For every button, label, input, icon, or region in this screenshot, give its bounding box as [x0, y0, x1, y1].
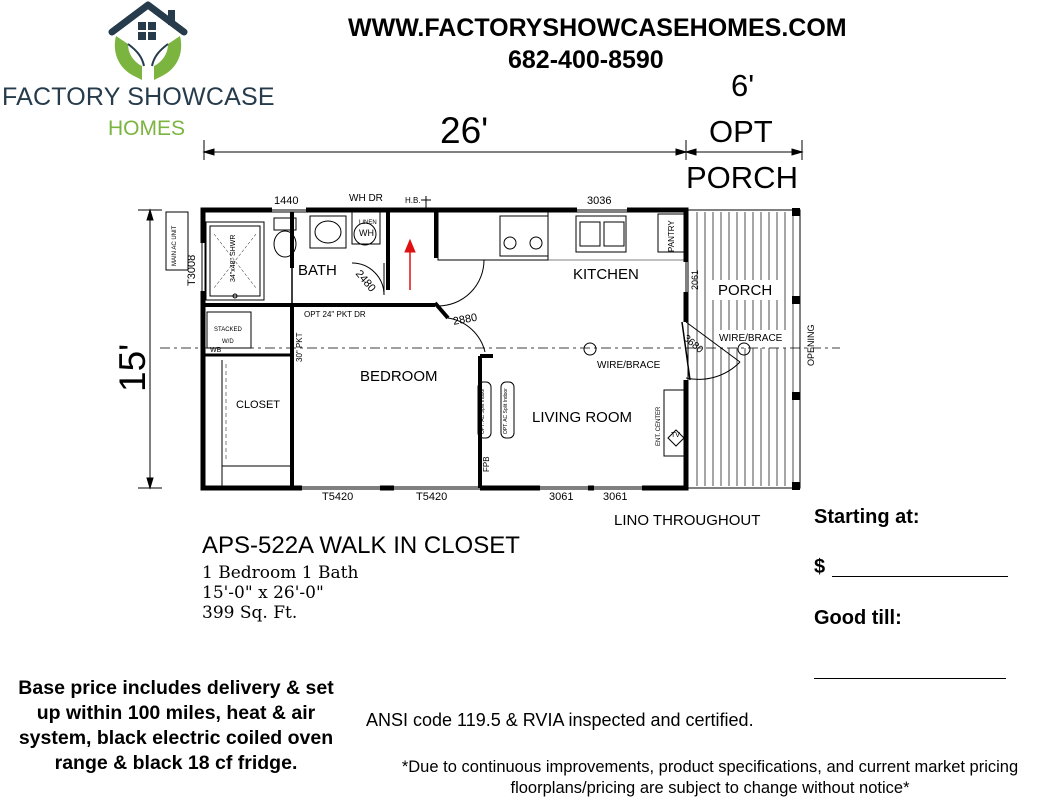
window-t3008: T3008: [186, 254, 198, 286]
room-bath: BATH: [298, 262, 337, 279]
model-sqft: 399 Sq. Ft.: [202, 603, 298, 623]
wh-dr-label: WH DR: [349, 193, 383, 204]
dollar-sign: $: [814, 556, 826, 578]
brand-subname: HOMES: [108, 117, 186, 140]
house-hands-icon: [108, 1, 188, 80]
shower-label: 34"x48" SHWR: [230, 234, 237, 282]
brand-logo: [0, 0, 300, 145]
tv-label: TV: [671, 432, 680, 439]
brand-name: FACTORY SHOWCASE: [2, 83, 275, 111]
price-blank-line: [832, 576, 1008, 577]
window-3036: 3036: [587, 195, 612, 207]
window-1440: 1440: [274, 195, 299, 207]
good-till-label: Good till:: [814, 607, 902, 629]
room-kitchen: KITCHEN: [573, 266, 639, 283]
base-price-note: Base price includes delivery & set up wi…: [18, 677, 334, 774]
good-till-blank-line: [814, 678, 1006, 679]
water-heater-label: WH: [359, 228, 374, 238]
hose-bib-label: H.B.: [405, 196, 421, 205]
window-3061-a: 3061: [549, 491, 574, 503]
wire-brace-label: WIRE/BRACE: [597, 360, 661, 371]
lino-note: LINO THROUGHOUT: [614, 512, 761, 529]
wire-brace-porch: WIRE/BRACE: [719, 333, 783, 344]
model-beds-baths: 1 Bedroom 1 Bath: [202, 563, 359, 583]
phone-number: 682-400-8590: [508, 46, 664, 74]
starting-at-label: Starting at:: [814, 506, 920, 528]
porch-opening-label: OPENING: [806, 324, 816, 366]
stacked-label: STACKED: [214, 327, 242, 333]
room-closet: CLOSET: [236, 399, 281, 411]
pocket-door-30-label: 30" PKT: [295, 332, 304, 362]
linen-label: LINEN: [359, 220, 377, 226]
window-3061-b: 3061: [603, 491, 628, 503]
model-size: 15'-0" x 26'-0": [202, 583, 324, 603]
opt-pocket-door-label: OPT 24" PKT DR: [304, 310, 366, 319]
room-bedroom: BEDROOM: [360, 368, 438, 385]
pantry-label: PANTRY: [667, 220, 676, 252]
room-living: LIVING ROOM: [532, 409, 633, 426]
window-2061: 2061: [690, 269, 700, 290]
ansi-note: ANSI code 119.5 & RVIA inspected and cer…: [366, 710, 754, 730]
model-title: APS-522A WALK IN CLOSET: [202, 532, 520, 559]
porch-width-dimension: 6': [731, 68, 755, 103]
window-t5420-a: T5420: [322, 491, 354, 503]
ac-split-2-label: OPT. AC Split Indoor: [503, 388, 509, 434]
wb-label: WB: [210, 347, 222, 354]
washer-dryer-label: W/D: [222, 339, 234, 345]
depth-dimension: 15': [112, 343, 153, 392]
ent-center-label: ENT. CENTER: [656, 406, 662, 446]
ac-split-1-label: OPT. AC Split Indoor: [480, 388, 486, 434]
fpb-label: FPB: [482, 456, 491, 472]
porch-opt-label: OPT: [709, 114, 773, 149]
website-url: WWW.FACTORYSHOWCASEHOMES.COM: [348, 14, 847, 42]
porch-title-label: PORCH: [686, 160, 798, 195]
window-t5420-b: T5420: [416, 491, 448, 503]
disclaimer: *Due to continuous improvements, product…: [401, 758, 1019, 797]
room-porch: PORCH: [718, 282, 773, 299]
width-dimension: 26': [440, 110, 489, 151]
main-ac-label: MAIN AC UNIT: [172, 225, 178, 266]
